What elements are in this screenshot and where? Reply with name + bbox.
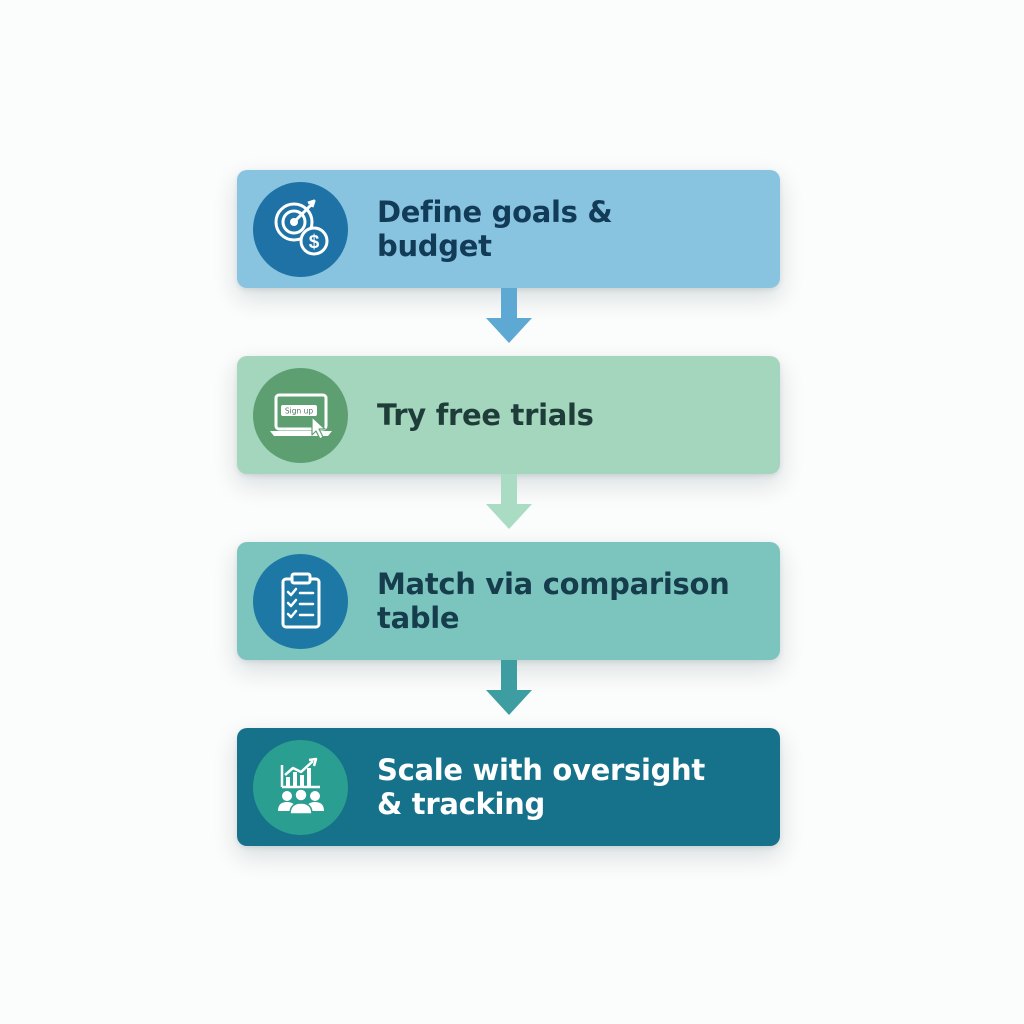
step-scale-oversight: Scale with oversight & tracking — [237, 728, 780, 846]
clipboard-checklist-icon — [253, 554, 348, 649]
step-free-trials: Sign up Try free trials — [237, 356, 780, 474]
step-label: Try free trials — [377, 398, 594, 432]
svg-text:$: $ — [308, 232, 319, 253]
arrow-down-icon — [486, 288, 532, 343]
laptop-signup-icon: Sign up — [253, 368, 348, 463]
process-flow: $ Define goals & budget Sign up Try free… — [237, 170, 780, 846]
step-label: Define goals & budget — [377, 195, 613, 263]
arrow-down-icon — [486, 474, 532, 529]
step-define-goals: $ Define goals & budget — [237, 170, 780, 288]
arrow-down-connector — [237, 660, 780, 728]
arrow-down-connector — [237, 474, 780, 542]
arrow-down-icon — [486, 660, 532, 715]
step-comparison-table: Match via comparison table — [237, 542, 780, 660]
signup-button-text: Sign up — [284, 406, 312, 415]
step-label: Match via comparison table — [377, 567, 730, 635]
arrow-down-connector — [237, 288, 780, 356]
step-label: Scale with oversight & tracking — [377, 753, 705, 821]
chart-team-icon — [253, 740, 348, 835]
target-dollar-icon: $ — [253, 182, 348, 277]
